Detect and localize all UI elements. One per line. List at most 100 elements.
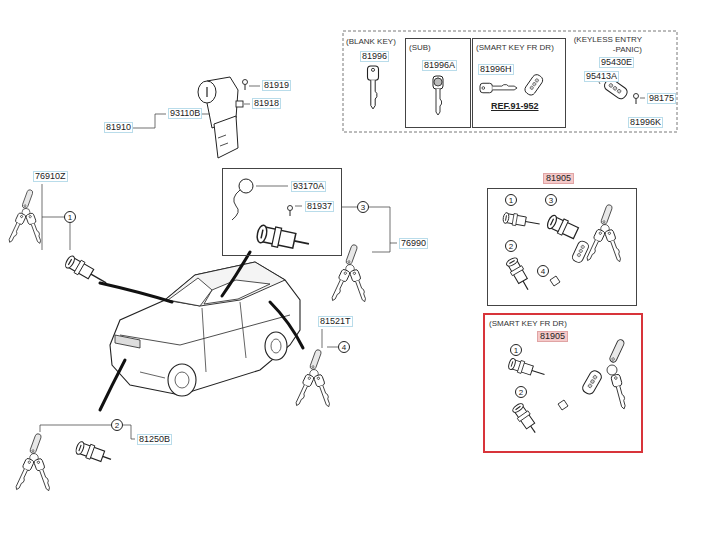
fob-body [581, 369, 603, 396]
key-head [25, 213, 36, 226]
callout-number: 3 [357, 201, 369, 213]
key-head [611, 374, 623, 388]
cylinder-collar [272, 227, 282, 247]
cylinder-face [508, 358, 517, 371]
key-head [33, 458, 45, 471]
tag-hole [612, 357, 615, 360]
key-hole [353, 272, 356, 275]
car-bumper [140, 372, 165, 378]
leader-line [40, 425, 111, 432]
screw [243, 80, 248, 91]
part-number: 81905 [543, 173, 574, 184]
lock-cylinder [502, 212, 540, 230]
part-number: 76910Z [33, 171, 68, 182]
key-hole [29, 215, 32, 218]
key-slot [68, 259, 71, 265]
key-blade [492, 85, 517, 90]
key-blade [586, 240, 600, 262]
panel-title: (SUB) [409, 43, 431, 53]
key-slot [206, 87, 207, 97]
pointer-stroke [100, 360, 125, 410]
pointer-stroke [270, 302, 303, 348]
callout-number-text: 2 [509, 242, 513, 251]
tag-hole [348, 260, 351, 263]
screw-head [634, 94, 639, 99]
key-icon [25, 213, 43, 245]
cylinder-collar [510, 266, 523, 276]
leader-line [123, 425, 135, 439]
key-blade [8, 223, 21, 244]
key-hole [308, 377, 311, 380]
callout-number: 2 [111, 419, 123, 431]
ignition-switch [214, 116, 238, 158]
clip-part [558, 400, 568, 410]
leader-line [249, 86, 260, 87]
key-blade [295, 385, 309, 407]
key-panel: (SUB)81996A [405, 38, 471, 128]
tag-hole [603, 220, 606, 223]
key-blade [611, 240, 623, 262]
fob-body [571, 240, 590, 264]
key-blade [616, 385, 627, 409]
screw [288, 206, 293, 217]
fob-button [608, 83, 613, 88]
callout-number-text: 2 [519, 388, 523, 397]
pointer-stroke [222, 252, 250, 296]
key-ring [607, 365, 617, 375]
pointer-stroke [100, 283, 172, 302]
leader-line [256, 186, 288, 187]
smart-key-fob [523, 73, 544, 97]
ignition-face [198, 81, 216, 103]
part-number: 95413A [584, 71, 619, 82]
clip-part [550, 276, 560, 286]
key-slot [261, 230, 263, 239]
panel-title: (BLANK KEY) [346, 37, 396, 47]
screw-shank [290, 211, 291, 217]
key-icon [368, 66, 379, 109]
key-hole [599, 232, 602, 235]
part-number: 81521T [318, 316, 353, 327]
parts-box: 819051324 [487, 188, 637, 306]
part-number: 81937 [305, 201, 334, 212]
key-hole [608, 232, 611, 235]
cylinder-face [75, 441, 86, 456]
cylinder-collar [557, 219, 568, 235]
key-hole [28, 461, 31, 464]
key-tag [609, 339, 625, 364]
key-head [349, 269, 361, 282]
part-number: 81250B [137, 434, 172, 445]
tag-body [600, 204, 613, 225]
cylinder-rod [103, 456, 111, 459]
fob-button [577, 253, 581, 257]
switch-detail [218, 135, 228, 146]
key-slot [79, 445, 81, 451]
highlight-box: (SMART KEY FR DR)8190512 [483, 313, 643, 453]
key-blade [31, 223, 42, 244]
parts-box: 93170A81937 [222, 168, 342, 256]
key-slot [509, 261, 514, 264]
key-set [584, 204, 624, 263]
fob-button [590, 379, 595, 384]
key-tag [600, 204, 613, 225]
part-number: 81918 [252, 98, 281, 109]
cylinder-face [505, 256, 518, 267]
key-head-mark [434, 78, 442, 86]
tag-body [609, 339, 625, 364]
key-hole [614, 376, 617, 379]
part-number: 81996K [628, 117, 663, 128]
fob-button [532, 82, 537, 87]
leader-line [132, 114, 166, 128]
part-number: 93110B [168, 108, 202, 119]
bracket-part [236, 101, 243, 107]
callout-number: 2 [505, 240, 517, 252]
callout-number-text: 2 [115, 421, 119, 430]
lock-cylinder [505, 256, 534, 293]
key-tag [309, 349, 322, 370]
cylinder-collar [86, 444, 95, 459]
key-set [6, 189, 44, 245]
part-number: 81910 [104, 122, 133, 133]
callout-number-text: 3 [361, 203, 365, 212]
key-hole [371, 68, 374, 71]
tag-hole [312, 365, 315, 368]
key-icon [6, 212, 26, 244]
